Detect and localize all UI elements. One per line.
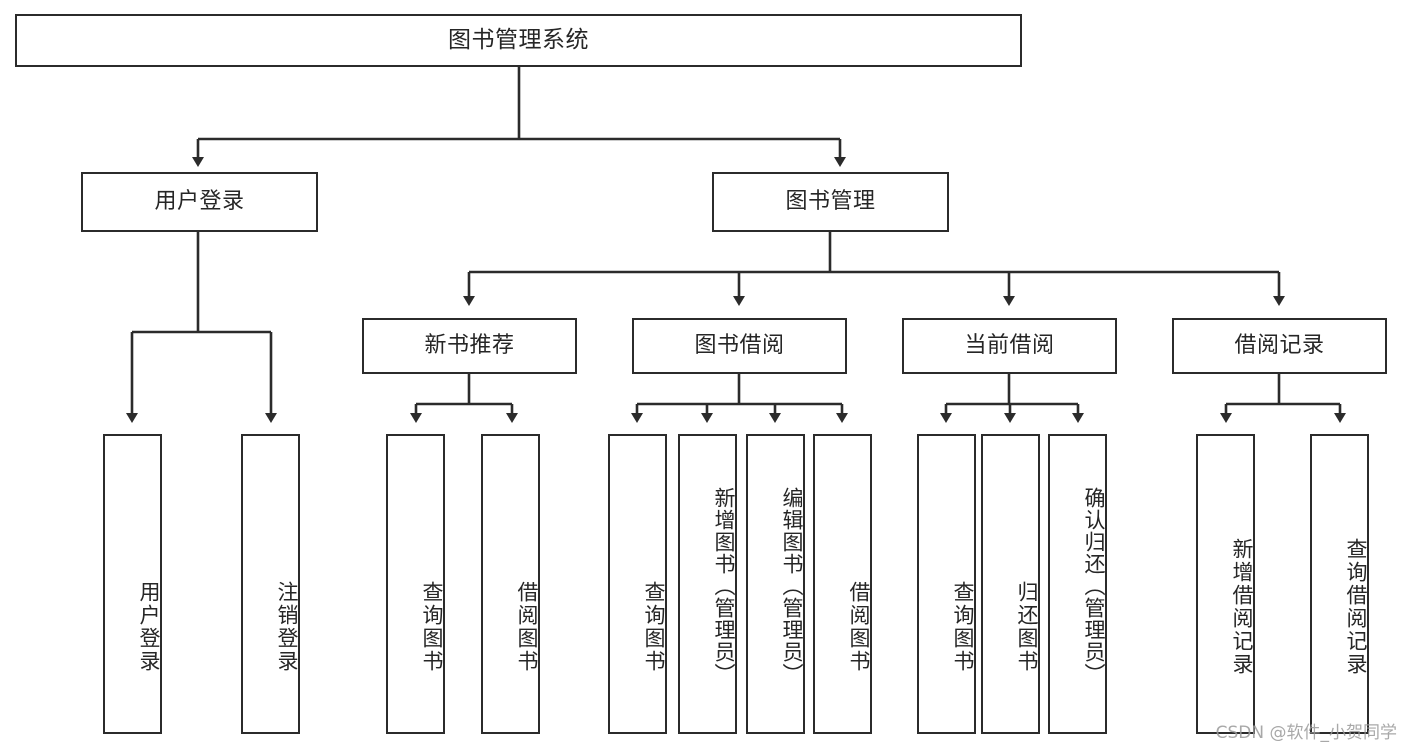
watermark-text: CSDN @软件_小贺同学 bbox=[1215, 723, 1397, 743]
node-leaf-borrow-book-2[interactable]: 借阅图书 bbox=[813, 434, 872, 734]
node-leaf-borrow-book-2-label: 借阅图书 bbox=[847, 580, 871, 673]
node-leaf-query-book-2-label: 查询图书 bbox=[642, 580, 666, 673]
node-leaf-logout[interactable]: 注销登录 bbox=[241, 434, 300, 734]
node-new-book-recommend[interactable]: 新书推荐 bbox=[362, 318, 577, 374]
node-user-login[interactable]: 用户登录 bbox=[81, 172, 318, 232]
node-leaf-confirm-return-label: 确认归还（管理员） bbox=[1082, 487, 1106, 685]
node-new-book-recommend-label: 新书推荐 bbox=[424, 332, 515, 358]
node-leaf-edit-book[interactable]: 编辑图书（管理员） bbox=[746, 434, 805, 734]
node-book-management[interactable]: 图书管理 bbox=[712, 172, 949, 232]
node-leaf-query-record-label: 查询借阅记录 bbox=[1344, 537, 1368, 676]
node-leaf-add-book-label: 新增图书（管理员） bbox=[712, 487, 736, 685]
node-leaf-query-book-1-label: 查询图书 bbox=[420, 580, 444, 673]
node-root-label: 图书管理系统 bbox=[448, 26, 589, 53]
node-user-login-label: 用户登录 bbox=[154, 188, 245, 214]
node-leaf-user-login-label: 用户登录 bbox=[137, 580, 161, 673]
node-leaf-query-book-1[interactable]: 查询图书 bbox=[386, 434, 445, 734]
node-leaf-borrow-book-1-label: 借阅图书 bbox=[515, 580, 539, 673]
node-leaf-add-record-label: 新增借阅记录 bbox=[1230, 537, 1254, 676]
node-current-borrow[interactable]: 当前借阅 bbox=[902, 318, 1117, 374]
node-root[interactable]: 图书管理系统 bbox=[15, 14, 1022, 67]
node-leaf-return-book-label: 归还图书 bbox=[1015, 580, 1039, 673]
node-book-borrow[interactable]: 图书借阅 bbox=[632, 318, 847, 374]
node-book-borrow-label: 图书借阅 bbox=[694, 332, 785, 358]
node-leaf-logout-label: 注销登录 bbox=[275, 580, 299, 673]
node-leaf-return-book[interactable]: 归还图书 bbox=[981, 434, 1040, 734]
node-leaf-query-book-3[interactable]: 查询图书 bbox=[917, 434, 976, 734]
node-leaf-user-login[interactable]: 用户登录 bbox=[103, 434, 162, 734]
node-leaf-add-record[interactable]: 新增借阅记录 bbox=[1196, 434, 1255, 734]
node-borrow-record[interactable]: 借阅记录 bbox=[1172, 318, 1387, 374]
node-leaf-query-book-2[interactable]: 查询图书 bbox=[608, 434, 667, 734]
node-borrow-record-label: 借阅记录 bbox=[1234, 332, 1325, 358]
node-leaf-borrow-book-1[interactable]: 借阅图书 bbox=[481, 434, 540, 734]
node-leaf-confirm-return[interactable]: 确认归还（管理员） bbox=[1048, 434, 1107, 734]
node-leaf-query-book-3-label: 查询图书 bbox=[951, 580, 975, 673]
node-leaf-query-record[interactable]: 查询借阅记录 bbox=[1310, 434, 1369, 734]
node-leaf-edit-book-label: 编辑图书（管理员） bbox=[780, 487, 804, 685]
node-book-management-label: 图书管理 bbox=[785, 188, 876, 214]
node-leaf-add-book[interactable]: 新增图书（管理员） bbox=[678, 434, 737, 734]
node-current-borrow-label: 当前借阅 bbox=[964, 332, 1055, 358]
